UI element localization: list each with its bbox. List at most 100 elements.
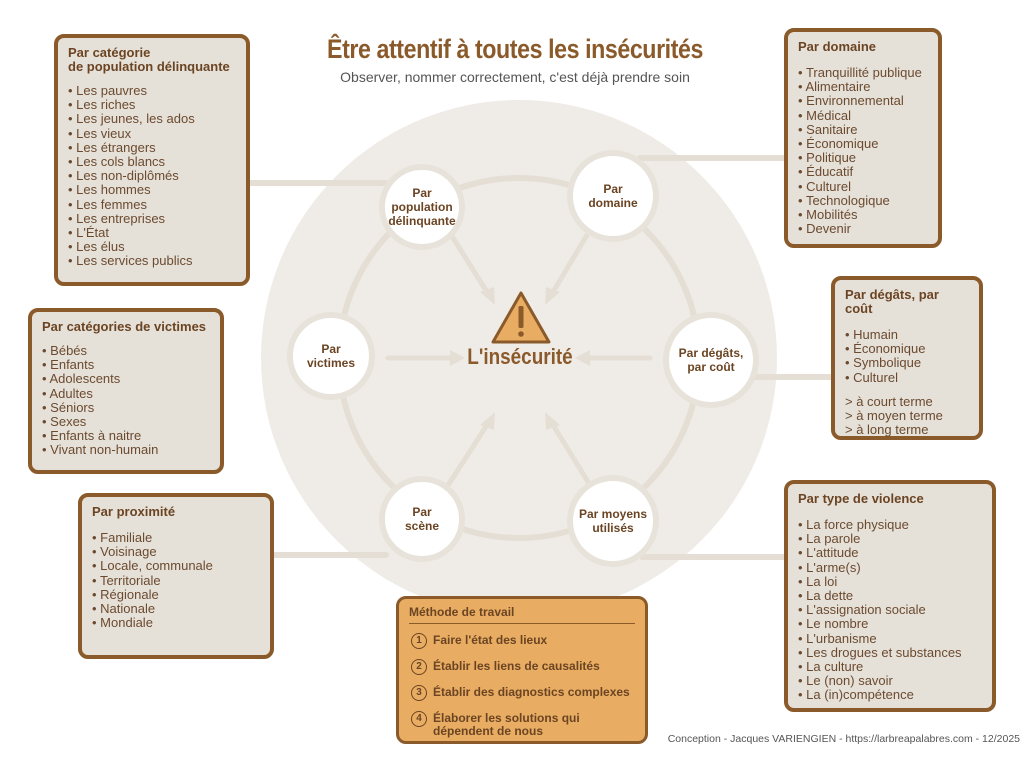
list-item: Les services publics — [68, 254, 236, 268]
credit-line: Conception - Jacques VARIENGIEN - https:… — [667, 733, 1020, 745]
list-item: Régionale — [92, 587, 260, 602]
box-victimes: Par catégories de victimes BébésEnfantsA… — [28, 308, 224, 474]
list-item: > à moyen terme — [845, 408, 943, 424]
method-title: Méthode de travail — [409, 605, 635, 624]
list-item: L'urbanisme — [798, 631, 982, 646]
list-item: Mondiale — [92, 616, 260, 630]
list-item: Nationale — [92, 601, 260, 616]
warning-triangle-icon — [491, 291, 551, 344]
list-item: Voisinage — [92, 545, 260, 559]
list-item: Humain — [845, 327, 969, 342]
step-text: Établir des diagnostics complexes — [433, 685, 630, 699]
list-item: Séniors — [42, 400, 210, 415]
list-item: La loi — [798, 574, 982, 589]
list-item: Les vieux — [68, 126, 236, 141]
list-item: Technologique — [798, 193, 928, 208]
list-item: Sexes — [42, 414, 210, 429]
list-item: Les drogues et substances — [798, 645, 982, 660]
list-item: Les non-diplômés — [68, 169, 236, 183]
box-violence-list: La force physiqueLa paroleL'attitudeL'ar… — [798, 517, 982, 703]
box-victimes-list: BébésEnfantsAdolescentsAdultesSéniorsSex… — [42, 343, 210, 458]
box-degats-list: HumainÉconomiqueSymboliqueCulturel > à co… — [845, 327, 969, 438]
list-item: Tranquillité publique — [798, 65, 928, 80]
list-item: La culture — [798, 659, 982, 674]
list-item: Éducatif — [798, 165, 928, 179]
list-item: L'arme(s) — [798, 560, 982, 575]
step-number: 4 — [411, 711, 427, 727]
box-proximite-list: FamilialeVoisinageLocale, communaleTerri… — [92, 530, 260, 630]
list-item: Le (non) savoir — [798, 674, 982, 688]
box-degats-title: Par dégâts, par coût — [845, 287, 939, 316]
list-item: Les cols blancs — [68, 154, 236, 169]
list-item: Politique — [798, 151, 928, 165]
list-item: La (in)compétence — [798, 688, 982, 702]
list-item: > à long terme — [845, 422, 929, 438]
method-step-2: 2 Établir les liens de causalités — [411, 659, 600, 675]
list-item: Locale, communale — [92, 559, 260, 573]
step-text: Établir les liens de causalités — [433, 659, 600, 673]
step-text: Élaborer les solutions qui dépendent de … — [433, 711, 580, 738]
step-number: 3 — [411, 685, 427, 701]
list-item: Vivant non-humain — [42, 443, 210, 457]
list-item: Les pauvres — [68, 83, 236, 98]
method-step-4: 4 Élaborer les solutions qui dépendent d… — [411, 711, 583, 738]
list-item: Adultes — [42, 386, 210, 401]
list-item: La parole — [798, 532, 982, 546]
list-item: Enfants à naitre — [42, 429, 210, 443]
list-item: Culturel — [845, 370, 969, 385]
list-item: Les élus — [68, 240, 236, 254]
list-item: Les étrangers — [68, 140, 236, 155]
step-text: Faire l'état des lieux — [433, 633, 548, 647]
list-item: Sanitaire — [798, 122, 928, 137]
center-label: L'insécurité — [467, 344, 573, 369]
list-item: Mobilités — [798, 207, 928, 222]
page-subtitle: Observer, nommer correctement, c'est déj… — [340, 69, 690, 85]
node-degats: Par dégâts,par coût — [663, 312, 759, 408]
list-item: Économique — [798, 136, 928, 151]
box-degats: Par dégâts, par coût HumainÉconomiqueSym… — [831, 276, 983, 440]
list-item: Le nombre — [798, 617, 982, 631]
list-item: Les entreprises — [68, 211, 236, 226]
box-proximite: Par proximité FamilialeVoisinageLocale, … — [78, 493, 274, 659]
list-item: L'attitude — [798, 546, 982, 560]
list-item: Les hommes — [68, 183, 236, 197]
list-item: Symbolique — [845, 356, 969, 370]
step-number: 2 — [411, 659, 427, 675]
list-item: Les jeunes, les ados — [68, 112, 236, 126]
method-step-3: 3 Établir des diagnostics complexes — [411, 685, 630, 701]
list-item: Alimentaire — [798, 80, 928, 94]
list-item: Familiale — [92, 530, 260, 545]
list-item: Médical — [798, 108, 928, 123]
list-item: Économique — [845, 342, 969, 356]
box-domaine: Par domaine Tranquillité publiqueAliment… — [784, 28, 942, 248]
list-item: L'État — [68, 225, 236, 240]
list-item: > à court terme — [845, 393, 933, 409]
list-item: Adolescents — [42, 372, 210, 386]
list-item: Enfants — [42, 358, 210, 372]
box-proximite-title: Par proximité — [92, 504, 176, 519]
list-item: Devenir — [798, 222, 928, 236]
list-item: Les riches — [68, 98, 236, 112]
list-item: Culturel — [798, 179, 928, 194]
box-population-list: Les pauvresLes richesLes jeunes, les ado… — [68, 83, 236, 269]
spoke-arrows — [385, 222, 653, 493]
connector-lines — [245, 155, 836, 560]
list-item: La force physique — [798, 517, 982, 532]
step-number: 1 — [411, 633, 427, 649]
list-item: Bébés — [42, 343, 210, 358]
list-item: L'assignation sociale — [798, 603, 982, 617]
box-violence: Par type de violence La force physiqueLa… — [784, 480, 996, 712]
box-domaine-list: Tranquillité publiqueAlimentaireEnvironn… — [798, 65, 928, 236]
list-item: Environnemental — [798, 94, 928, 108]
box-violence-title: Par type de violence — [798, 491, 924, 506]
list-item: Territoriale — [92, 573, 260, 588]
method-box: Méthode de travail 1 Faire l'état des li… — [396, 596, 648, 744]
page-title: Être attentif à toutes les insécurités — [327, 34, 703, 64]
